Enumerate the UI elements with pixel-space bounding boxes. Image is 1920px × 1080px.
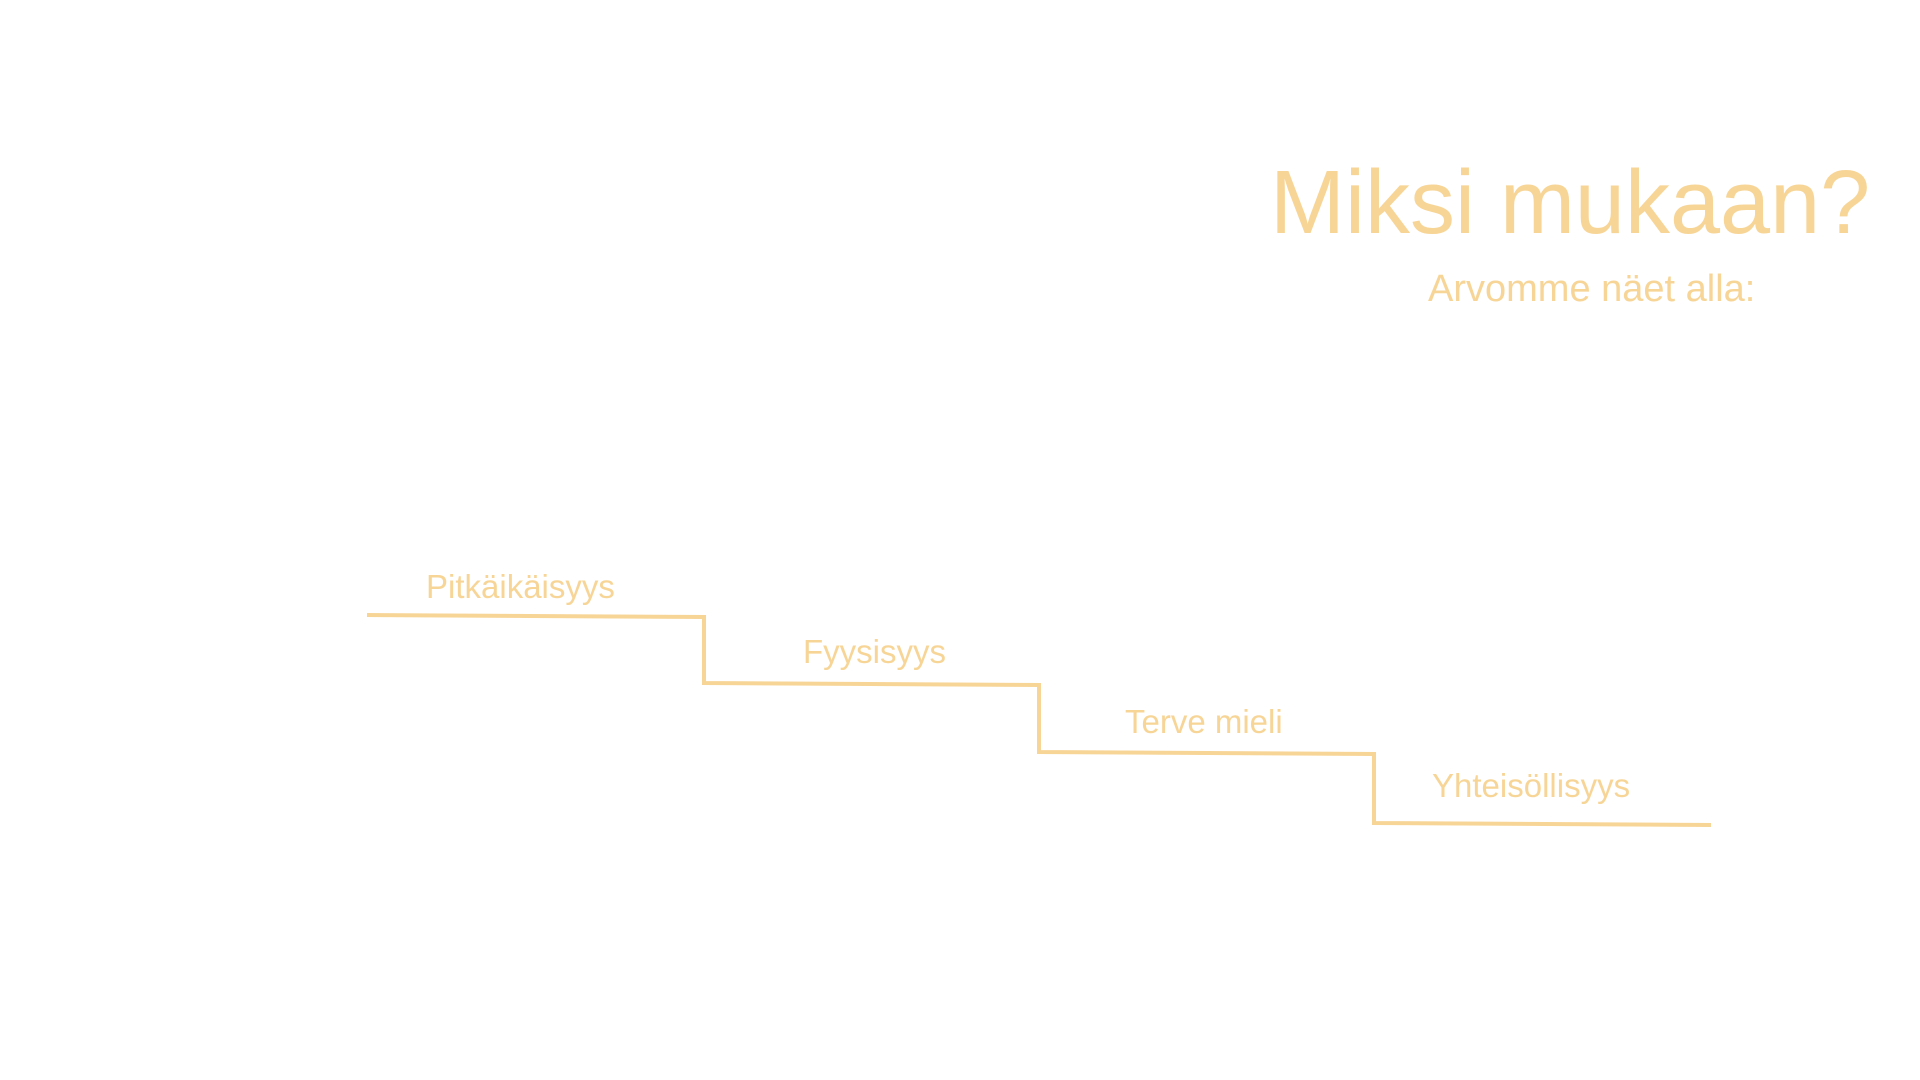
staircase-line — [366, 613, 1712, 827]
slide-title: Miksi mukaan? — [1270, 153, 1871, 253]
step-label-pitkaikaisyys: Pitkäikäisyys — [426, 568, 615, 605]
slide-subtitle: Arvomme näet alla: — [1428, 268, 1756, 310]
step-label-yhteisollisyys: Yhteisöllisyys — [1432, 767, 1631, 804]
step-label-terve-mieli: Terve mieli — [1125, 703, 1283, 740]
step-label-fyysisyys: Fyysisyys — [803, 633, 946, 670]
